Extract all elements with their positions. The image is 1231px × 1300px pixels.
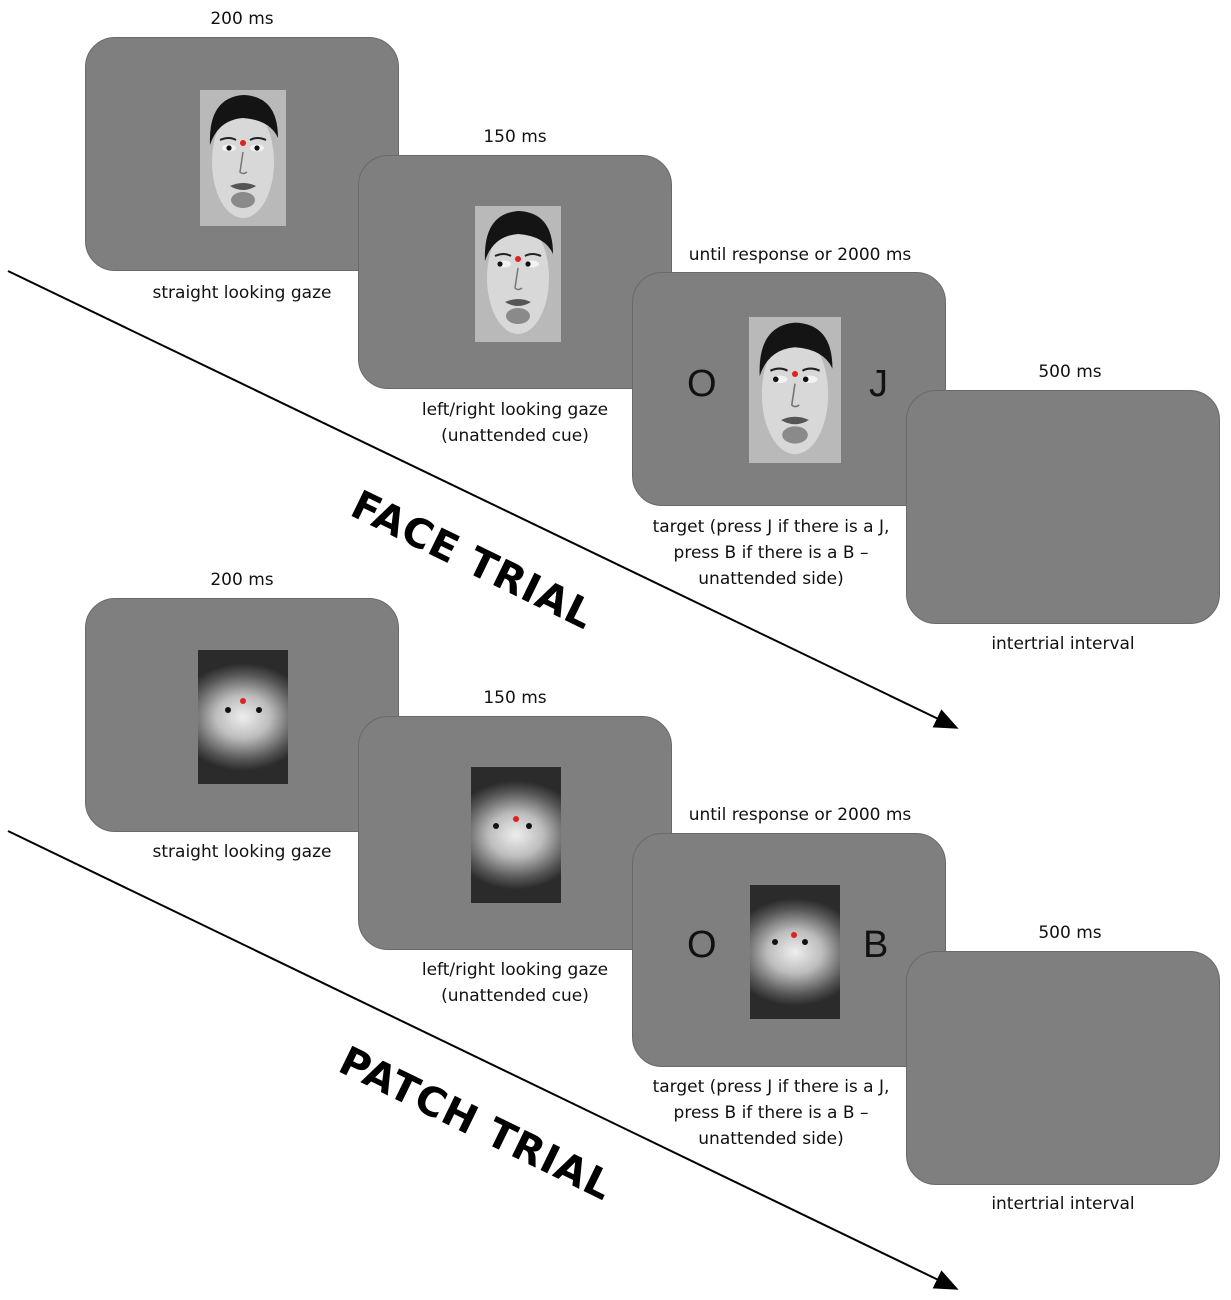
face-photo-icon (484, 211, 553, 334)
face-image (475, 206, 561, 342)
face-frame2-timing: 150 ms (483, 127, 547, 147)
patch-frame4-caption: intertrial interval (898, 1191, 1228, 1217)
caption-line: intertrial interval (991, 1194, 1135, 1214)
caption-line: target (press J if there is a J, (652, 517, 890, 537)
face-frame3-caption: target (press J if there is a J, press B… (606, 514, 936, 592)
face-frame2-screen (358, 155, 672, 389)
face-photo-icon (209, 95, 278, 218)
face-image (200, 90, 286, 226)
face-frame1-screen (85, 37, 399, 271)
face-timeline-arrow (7, 270, 959, 729)
patch-eye-dot (526, 823, 532, 829)
face-frame4-caption: intertrial interval (898, 631, 1228, 657)
patch-frame2-screen (358, 716, 672, 950)
noise-patch (750, 885, 840, 1019)
patch-frame2-timing: 150 ms (483, 688, 547, 708)
caption-line: straight looking gaze (152, 283, 332, 303)
noise-patch (198, 650, 288, 784)
face-image (749, 317, 841, 463)
patch-frame3-screen: O B (632, 833, 946, 1067)
patch-frame1-screen (85, 598, 399, 832)
fixation-dot (792, 371, 798, 377)
face-frame3-screen: O J (632, 272, 946, 506)
face-frame1-timing: 200 ms (210, 9, 274, 29)
face-photo-icon (759, 322, 833, 455)
patch-frame3-timing: until response or 2000 ms (688, 805, 912, 825)
fixation-dot (240, 698, 246, 704)
caption-line: unattended side) (698, 569, 844, 589)
patch-frame1-timing: 200 ms (210, 570, 274, 590)
face-frame2-caption: left/right looking gaze (unattended cue) (350, 397, 680, 449)
patch-eye-dot (256, 707, 262, 713)
fixation-dot (515, 256, 521, 262)
caption-line: left/right looking gaze (421, 400, 609, 420)
patch-frame3-caption: target (press J if there is a J, press B… (606, 1074, 936, 1152)
target-letter-right: J (869, 363, 888, 405)
caption-line: target (press J if there is a J, (652, 1077, 890, 1097)
fixation-dot (513, 816, 519, 822)
noise-patch (471, 767, 561, 903)
patch-timeline-arrow (7, 830, 959, 1290)
fixation-dot (791, 932, 797, 938)
caption-line: intertrial interval (991, 634, 1135, 654)
patch-eye-dot (802, 939, 808, 945)
caption-line: left/right looking gaze (421, 960, 609, 980)
caption-line: unattended side) (698, 1129, 844, 1149)
caption-line: (unattended cue) (441, 426, 589, 446)
target-letter-right: B (863, 924, 889, 966)
caption-line: (unattended cue) (441, 986, 589, 1006)
patch-frame1-caption: straight looking gaze (77, 839, 407, 865)
face-frame1-caption: straight looking gaze (77, 280, 407, 306)
patch-frame4-screen (906, 951, 1220, 1185)
patch-frame2-caption: left/right looking gaze (unattended cue) (350, 957, 680, 1009)
patch-eye-dot (225, 707, 231, 713)
face-frame3-timing: until response or 2000 ms (688, 245, 912, 265)
fixation-dot (240, 140, 246, 146)
patch-eye-dot (772, 939, 778, 945)
patch-eye-dot (493, 823, 499, 829)
target-letter-left: O (687, 363, 717, 405)
patch-frame4-timing: 500 ms (1038, 923, 1102, 943)
caption-line: press B if there is a B – (673, 543, 869, 563)
caption-line: press B if there is a B – (673, 1103, 869, 1123)
caption-line: straight looking gaze (152, 842, 332, 862)
face-frame4-screen (906, 390, 1220, 624)
target-letter-left: O (687, 924, 717, 966)
face-frame4-timing: 500 ms (1038, 362, 1102, 382)
